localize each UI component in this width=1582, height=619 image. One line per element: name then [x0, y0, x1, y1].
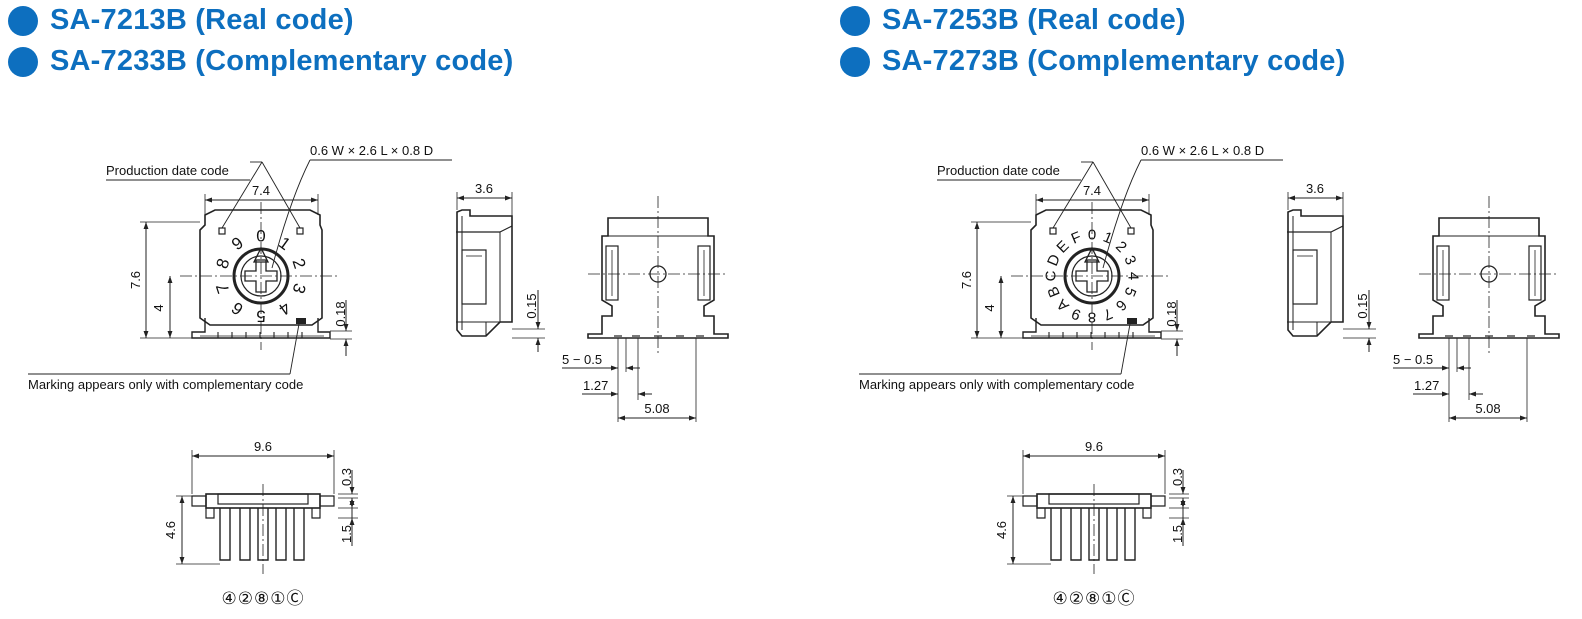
dial-digit: D	[1044, 252, 1064, 269]
right-heading-2: SA-7273B (Complementary code)	[840, 45, 1346, 78]
front-center-dim: 4	[982, 304, 997, 311]
front-offset-dim: 0.18	[333, 301, 348, 326]
dial-digit: 3	[289, 281, 310, 296]
bullet-icon	[840, 5, 870, 36]
front-width-dim: 7.4	[1083, 183, 1101, 198]
heading-text: SA-7273B (Complementary code)	[882, 45, 1346, 77]
rear-pitch-a-dim: 5 − 0.5	[562, 352, 602, 367]
dial-digit: B	[1044, 284, 1064, 300]
bullet-icon	[840, 46, 870, 77]
slot-label: 0.6 W × 2.6 L × 0.8 D	[310, 143, 433, 158]
dial-digit: 7	[213, 281, 234, 296]
side-width-dim: 3.6	[1306, 181, 1324, 196]
dial-digit: 6	[1112, 296, 1130, 314]
dial-digit: 3	[1120, 253, 1139, 267]
side-view	[456, 209, 513, 337]
dial-digit: 1	[1101, 229, 1115, 248]
bottom-pins	[219, 508, 305, 561]
heading-text: SA-7233B (Complementary code)	[50, 45, 514, 77]
front-height-dim: 7.6	[128, 271, 143, 289]
dial-digit: 8	[213, 256, 234, 271]
bottom-height-dim: 4.6	[994, 521, 1009, 539]
right-labels: Production date code 0.6 W × 2.6 L × 0.8…	[859, 143, 1501, 608]
pin-code-label: ④②⑧①Ⓒ	[222, 589, 305, 608]
dial-digit: 4	[275, 298, 294, 319]
heading-text: SA-7213B (Real code)	[50, 4, 354, 36]
marking-label: Marking appears only with complementary …	[28, 377, 303, 392]
dial-digit: E	[1053, 237, 1072, 256]
front-pins	[217, 332, 303, 338]
front-view	[180, 202, 340, 350]
front-width-dim: 7.4	[252, 183, 270, 198]
dial-digit: 1	[275, 233, 294, 254]
bottom-width-dim: 9.6	[1085, 439, 1103, 454]
bottom-lead-dim: 1.5	[339, 525, 354, 543]
side-offset-dim: 0.15	[524, 293, 539, 318]
dial-digit: 0	[256, 227, 265, 246]
dial-digit: 8	[1088, 309, 1096, 326]
dial-digit: 9	[1069, 304, 1083, 323]
rear-span-dim: 5.08	[644, 401, 669, 416]
rear-view	[587, 196, 729, 356]
right-drawing-group: Production date code 0.6 W × 2.6 L × 0.8…	[859, 143, 1559, 608]
bottom-view	[191, 484, 335, 574]
date-code-label: Production date code	[106, 163, 229, 178]
pin-code-label: ④②⑧①Ⓒ	[1053, 589, 1136, 608]
dial-digit: 7	[1101, 304, 1115, 323]
dial-digit: C	[1043, 270, 1060, 281]
dial-digit: F	[1069, 228, 1084, 247]
left-drawing-group	[28, 159, 729, 574]
dial-digit: A	[1053, 295, 1072, 314]
left-heading-1: SA-7213B (Real code)	[8, 4, 354, 37]
side-width-dim: 3.6	[475, 181, 493, 196]
front-offset-dim: 0.18	[1164, 301, 1179, 326]
bottom-height-dim: 4.6	[163, 521, 178, 539]
slot-label: 0.6 W × 2.6 L × 0.8 D	[1141, 143, 1264, 158]
side-offset-dim: 0.15	[1355, 293, 1370, 318]
rear-span-dim: 5.08	[1475, 401, 1500, 416]
right-heading-1: SA-7253B (Real code)	[840, 4, 1186, 37]
rear-pitch-a-dim: 5 − 0.5	[1393, 352, 1433, 367]
dial-digit: 2	[289, 256, 310, 271]
rear-pitch-b-dim: 1.27	[583, 378, 608, 393]
bottom-lead-dim: 1.5	[1170, 525, 1185, 543]
dial-digit: 5	[256, 307, 265, 326]
dial-digit: 5	[1120, 285, 1139, 299]
bottom-top-dim: 0.3	[339, 468, 354, 486]
dial-digit: 9	[228, 233, 247, 254]
heading-text: SA-7253B (Real code)	[882, 4, 1186, 36]
dial-digit: 2	[1112, 238, 1130, 256]
front-center-dim: 4	[151, 304, 166, 311]
left-labels: Production date code 0.6 W × 2.6 L × 0.8…	[28, 143, 670, 608]
dial-digit: 4	[1125, 272, 1142, 280]
dial-digit: 0	[1088, 227, 1096, 244]
bullet-icon	[8, 46, 38, 77]
date-code-label: Production date code	[937, 163, 1060, 178]
rear-pitch-b-dim: 1.27	[1414, 378, 1439, 393]
dial-digit: 6	[228, 298, 247, 319]
bullet-icon	[8, 5, 38, 36]
bottom-width-dim: 9.6	[254, 439, 272, 454]
marking-block	[296, 318, 306, 324]
marking-label: Marking appears only with complementary …	[859, 377, 1134, 392]
left-heading-2: SA-7233B (Complementary code)	[8, 45, 514, 78]
front-height-dim: 7.6	[959, 271, 974, 289]
bottom-top-dim: 0.3	[1170, 468, 1185, 486]
